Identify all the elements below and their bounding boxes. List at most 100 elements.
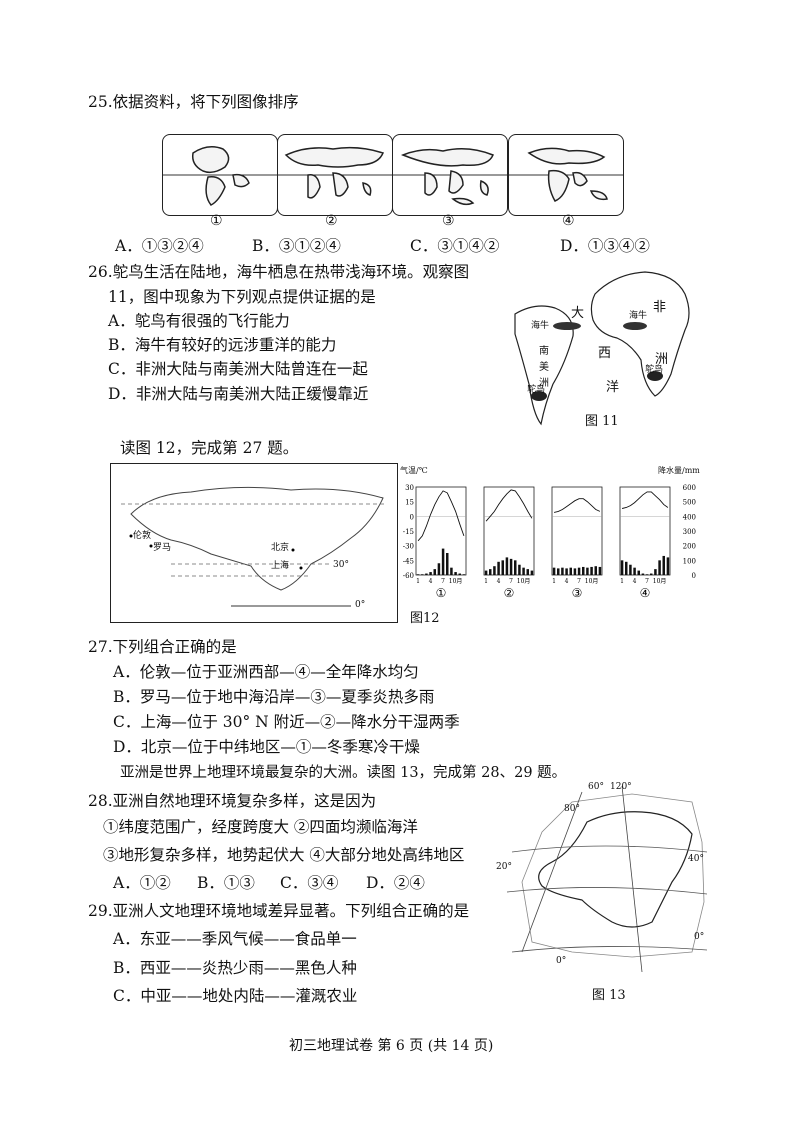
fig12-temp-line: [621, 491, 669, 509]
fig12-panel-frame: [415, 486, 467, 576]
fig12-precip-tick: 300: [683, 528, 696, 536]
fig12-precip-bar: [518, 564, 521, 575]
fig12-precip-bar: [598, 566, 602, 575]
q29-option-c: C．中亚——地处内陆——灌溉农业: [113, 987, 358, 1005]
fig13-caption: 图 13: [592, 988, 626, 1003]
fig13-label-120: 120°: [610, 782, 632, 792]
q27-option-a: A．伦敦—位于亚洲西部—④—全年降水均匀: [113, 663, 419, 681]
fig12-temp-tick: -45: [403, 557, 414, 565]
fig12-precip-bar: [446, 553, 449, 575]
fig13-label-60: 60°: [588, 782, 604, 792]
fig12-precip-bar: [425, 573, 428, 575]
fig12-x-tick: 1: [552, 578, 556, 585]
fig12-panel-label: ③: [572, 586, 583, 600]
fig13-label-0-east: 0°: [694, 932, 705, 942]
fig12-temp-line: [485, 489, 533, 522]
q26-stem-line1: 26.鸵鸟生活在陆地，海牛栖息在热带浅海环境。观察图: [88, 263, 470, 281]
fig12-x-tick: 1: [620, 578, 624, 585]
paleomap-panel-4: [508, 134, 624, 216]
fig11-label-hainiu2: 海牛: [629, 311, 648, 321]
intro-27: 读图 12，完成第 27 题。: [120, 439, 299, 457]
fig12-precip-bar: [641, 573, 645, 575]
fig12-precip-bar: [493, 566, 496, 575]
fig12-temp-line: [417, 490, 465, 542]
fig12-x-tick: 1: [484, 578, 488, 585]
fig12-x-tick: 7: [441, 578, 445, 585]
fig12-x-tick: 7: [577, 578, 581, 585]
q26-option-d: D．非洲大陆与南美洲大陆正缓慢靠近: [108, 385, 369, 403]
q28-stem: 28.亚洲自然地理环境复杂多样，这是因为: [88, 792, 377, 810]
fig12-precip-bar: [497, 561, 500, 575]
fig12-caption: 图12: [410, 611, 440, 626]
fig12-precip-bar: [654, 569, 657, 575]
fig12-precip-bar: [530, 570, 534, 575]
fig12-precip-bar: [565, 568, 568, 575]
q25-option-c: C．③①④②: [410, 237, 500, 255]
fig12-x-tick: 7: [509, 578, 513, 585]
fig12-label-shanghai: 上海: [271, 561, 290, 571]
fig12-precip-bar: [552, 567, 556, 575]
fig12-x-tick: 1: [416, 578, 420, 585]
q25-option-b: B．③①②④: [252, 237, 341, 255]
fig12-right-axis-title: 降水量/mm: [658, 466, 700, 475]
fig12-x-tick: 4: [429, 578, 433, 585]
fig12-precip-bar: [586, 567, 589, 575]
fig12-precip-bar: [629, 564, 632, 575]
fig12-map: 伦敦 罗马 北京 上海 30° 0°: [110, 463, 398, 623]
fig12-temp-tick: 30: [405, 484, 414, 492]
fig12-temp-tick: -15: [403, 528, 414, 536]
q26-option-b: B．海牛有较好的远涉重洋的能力: [108, 336, 337, 354]
fig12-precip-bar: [637, 570, 640, 575]
fig12-panel-label: ②: [504, 586, 515, 600]
q25-panel-label-2: ②: [325, 213, 338, 229]
fig12-precip-bar: [454, 572, 457, 575]
fig11-caption: 图 11: [585, 414, 619, 429]
q25-option-d: D．①③④②: [560, 237, 650, 255]
fig12-precip-bar: [514, 560, 517, 575]
fig12-precip-bar: [582, 566, 585, 575]
fig12-label-london: 伦敦: [133, 531, 152, 541]
fig12-precip-bar: [650, 573, 653, 575]
q28-option-b: B．①③: [197, 874, 255, 892]
paleomap-panel-2: [277, 134, 393, 216]
q28-option-c: C．③④: [280, 874, 339, 892]
fig12-precip-tick: 500: [683, 499, 696, 507]
fig11-label-nan: 南: [539, 346, 549, 357]
q27-stem: 27.下列组合正确的是: [88, 638, 237, 656]
q25-panel-label-3: ③: [442, 213, 455, 229]
fig12-precip-bar: [526, 569, 529, 575]
fig12-label-lat30: 30°: [333, 560, 349, 570]
fig12-precip-bar: [484, 570, 488, 575]
fig12-x-tick: 10月: [449, 578, 463, 585]
fig12-precip-tick: 0: [692, 572, 696, 580]
fig12-panel-frame: [551, 486, 603, 576]
fig12-precip-bar: [633, 567, 636, 575]
page-footer: 初三地理试卷 第 6 页 (共 14 页): [289, 1038, 494, 1054]
fig12-precip-bar: [594, 566, 597, 575]
fig12-precip-bar: [433, 569, 436, 575]
fig12-precip-bar: [573, 568, 577, 575]
fig12-temp-tick: -30: [403, 543, 414, 551]
q28-option-a: A．①②: [113, 874, 171, 892]
fig12-precip-bar: [662, 555, 665, 575]
fig12-x-tick: 4: [565, 578, 569, 585]
fig12-panel-frame: [483, 486, 535, 576]
q25-panel-label-4: ④: [562, 213, 575, 229]
fig12-precip-bar: [569, 567, 572, 575]
fig12-precip-bar: [416, 574, 420, 575]
fig12-temp-tick: 0: [410, 513, 414, 521]
fig11-label-da: 大: [571, 306, 585, 321]
fig12-precip-bar: [421, 574, 424, 575]
fig11-label-mei: 美: [539, 362, 549, 373]
fig12-precip-bar: [458, 573, 461, 575]
fig13-label-0-west: 0°: [556, 956, 567, 966]
fig12-left-axis-title: 气温/℃: [400, 466, 428, 475]
fig12-precip-bar: [577, 567, 581, 575]
q27-option-c: C．上海—位于 30° N 附近—②—降水分干湿两季: [113, 713, 460, 731]
q25-option-a: A．①③②④: [115, 237, 204, 255]
q26-option-a: A．鸵鸟有很强的飞行能力: [108, 312, 290, 330]
fig12-label-rome: 罗马: [153, 543, 172, 553]
fig13-label-40: 40°: [688, 854, 704, 864]
fig12-x-tick: 4: [633, 578, 637, 585]
fig12-precip-bar: [462, 574, 466, 575]
